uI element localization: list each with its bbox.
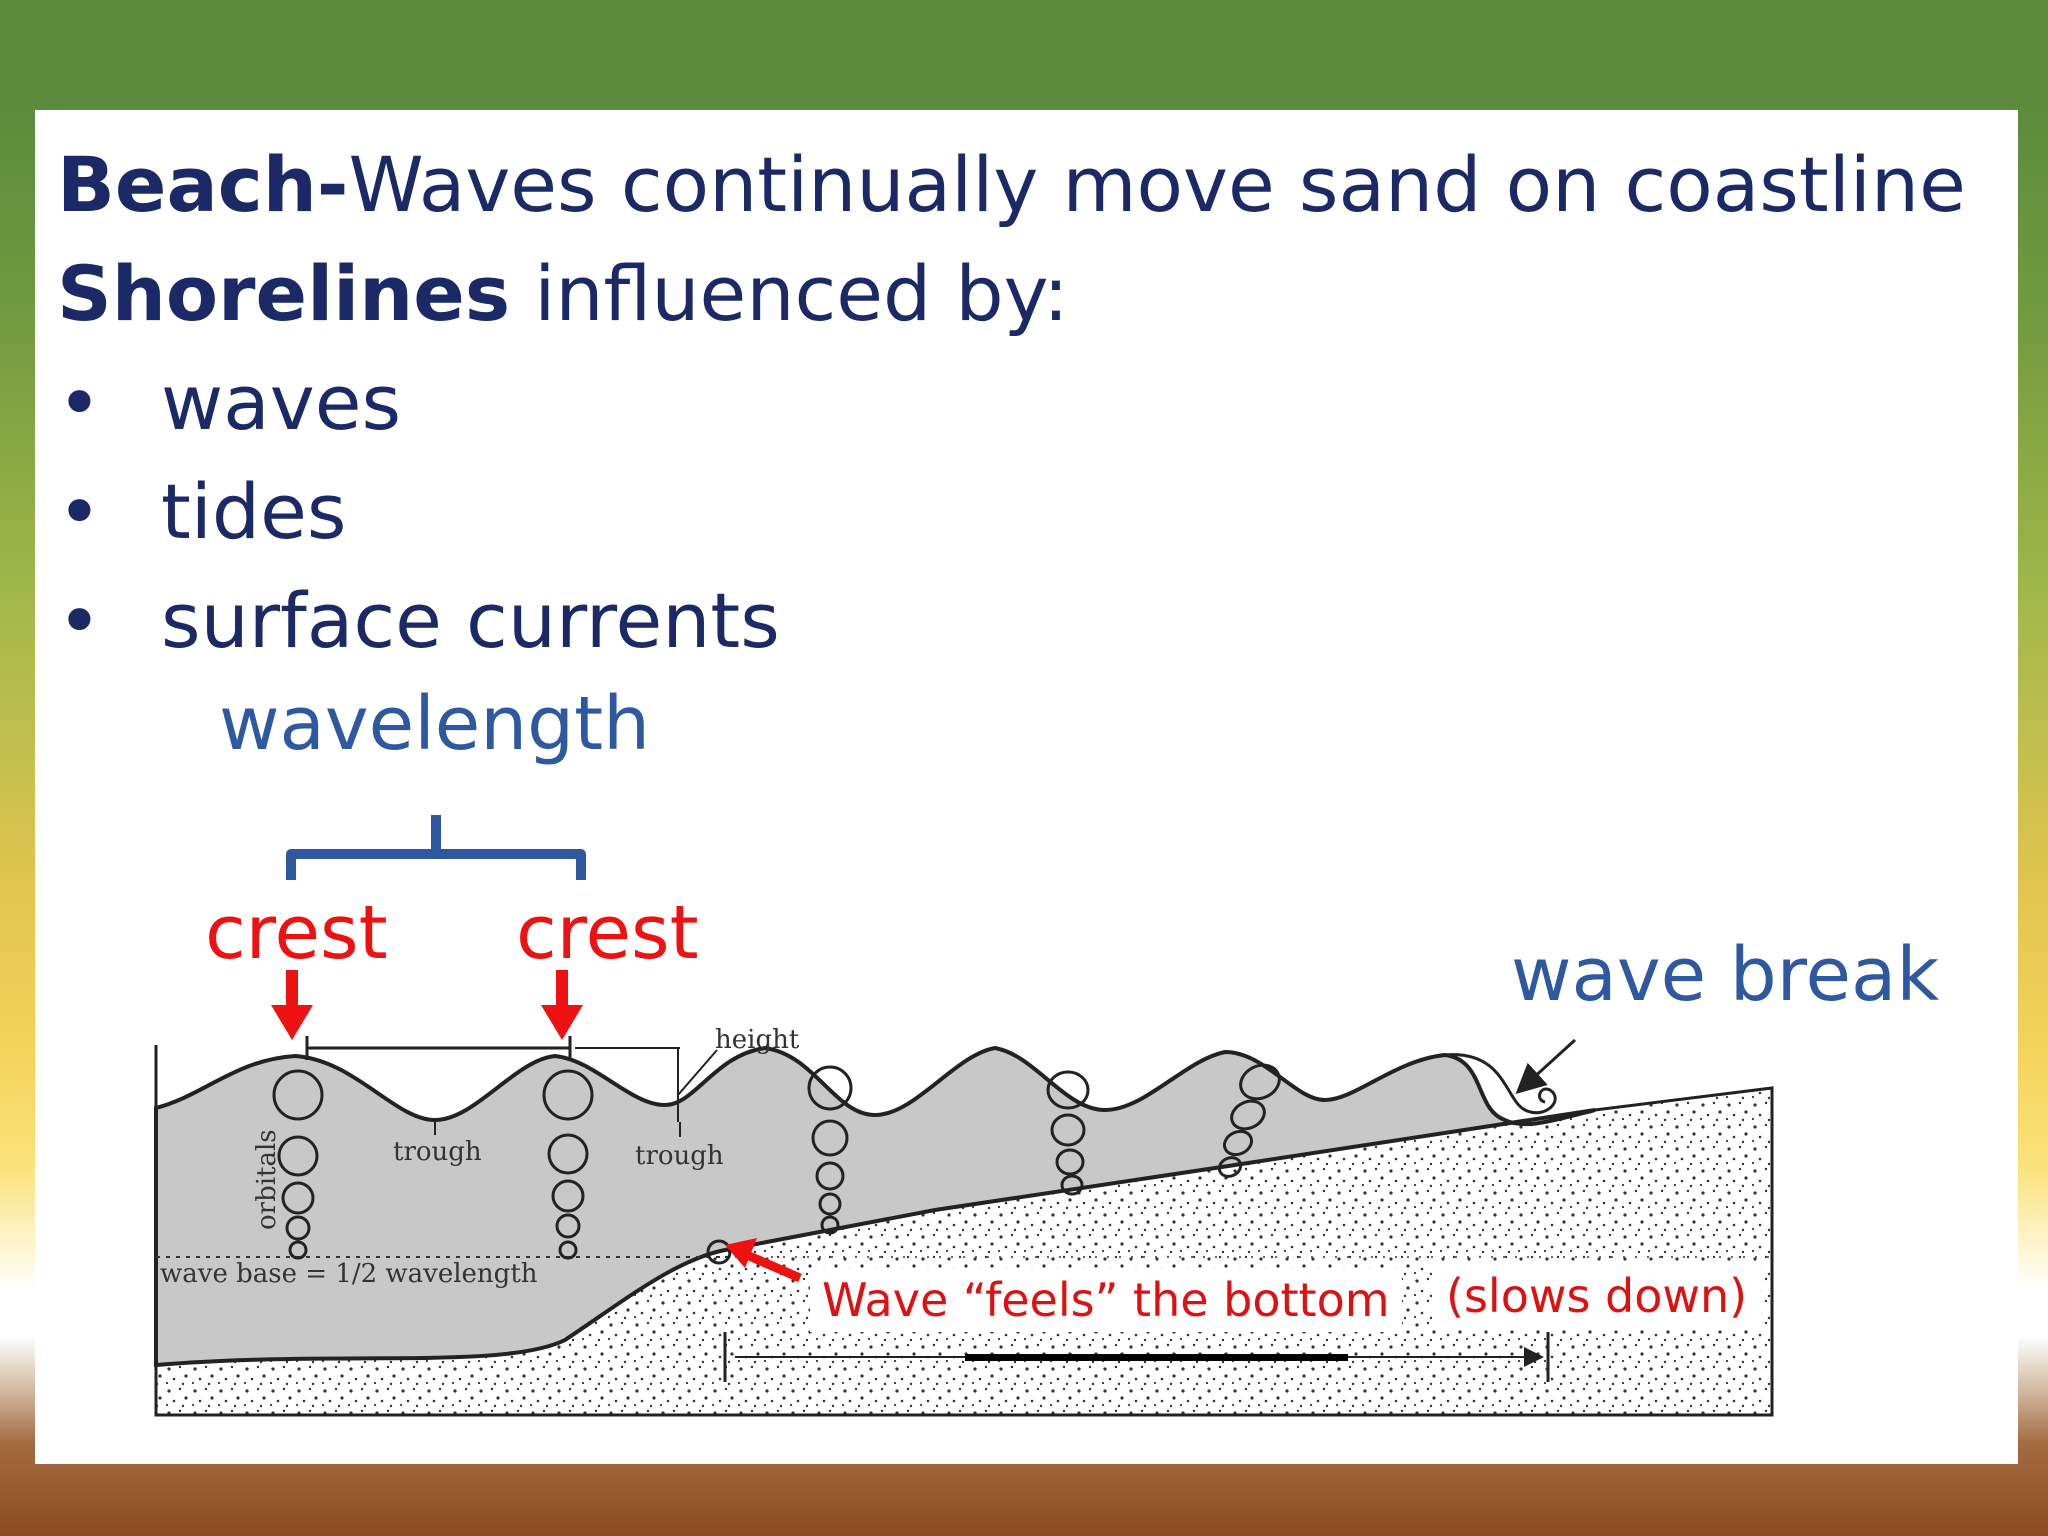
wave-base-label: wave base = 1/2 wavelength (160, 1259, 538, 1289)
beach-line: Beach-Waves continually move sand on coa… (57, 130, 1966, 239)
bullet-item-tides: • tides (57, 457, 1966, 566)
bullet-item-surface-currents: • surface currents (57, 566, 1966, 675)
height-leader (677, 1049, 718, 1096)
bullet-text: tides (161, 467, 347, 556)
crest-label-left: crest (205, 890, 388, 976)
bullet-text: waves (161, 358, 402, 447)
trough-label-2: trough (635, 1141, 724, 1171)
wavelength-brace (286, 815, 586, 880)
bullet-icon: • (57, 467, 102, 556)
bullet-item-waves: • waves (57, 348, 1966, 457)
wave-break-pointer (1515, 1038, 1577, 1095)
slide-text: Beach-Waves continually move sand on coa… (57, 130, 1966, 675)
bullet-icon: • (57, 358, 102, 447)
beach-definition: Waves continually move sand on coastline (348, 140, 1966, 229)
bullet-icon: • (57, 576, 102, 665)
shorelines-line: Shorelines influenced by: (57, 239, 1966, 348)
slide-panel: Beach-Waves continually move sand on coa… (35, 110, 2018, 1464)
height-label: height (715, 1025, 800, 1055)
trough-label-1: trough (393, 1137, 482, 1167)
beach-term: Beach- (57, 140, 349, 229)
crest-label-right: crest (516, 890, 699, 976)
bottom-contact-marker (706, 1239, 732, 1265)
feels-bottom-arrow (725, 1238, 802, 1283)
slows-down-label: (slows down) (1432, 1264, 1762, 1328)
bullet-text: surface currents (161, 576, 780, 665)
shorelines-term: Shorelines (57, 249, 511, 338)
orbital-column-1 (272, 1069, 324, 1260)
wave-diagram: height trough trough orbitals wave base … (154, 815, 1774, 1417)
wavelength-label: wavelength (219, 681, 651, 767)
shorelines-intro: influenced by: (510, 249, 1069, 338)
orbitals-label: orbitals (252, 1129, 282, 1230)
feels-bottom-label: Wave “feels” the bottom (810, 1268, 1402, 1332)
crest-arrow-right (541, 970, 583, 1040)
span-highlight-bar (965, 1354, 1348, 1361)
orbital-column-4 (1046, 1070, 1090, 1196)
wave-break-label: wave break (1511, 932, 1940, 1018)
orbital-column-2 (542, 1069, 594, 1260)
orbital-column-5 (1217, 1063, 1281, 1178)
crest-arrow-left (271, 970, 313, 1040)
orbital-column-3 (807, 1065, 853, 1235)
